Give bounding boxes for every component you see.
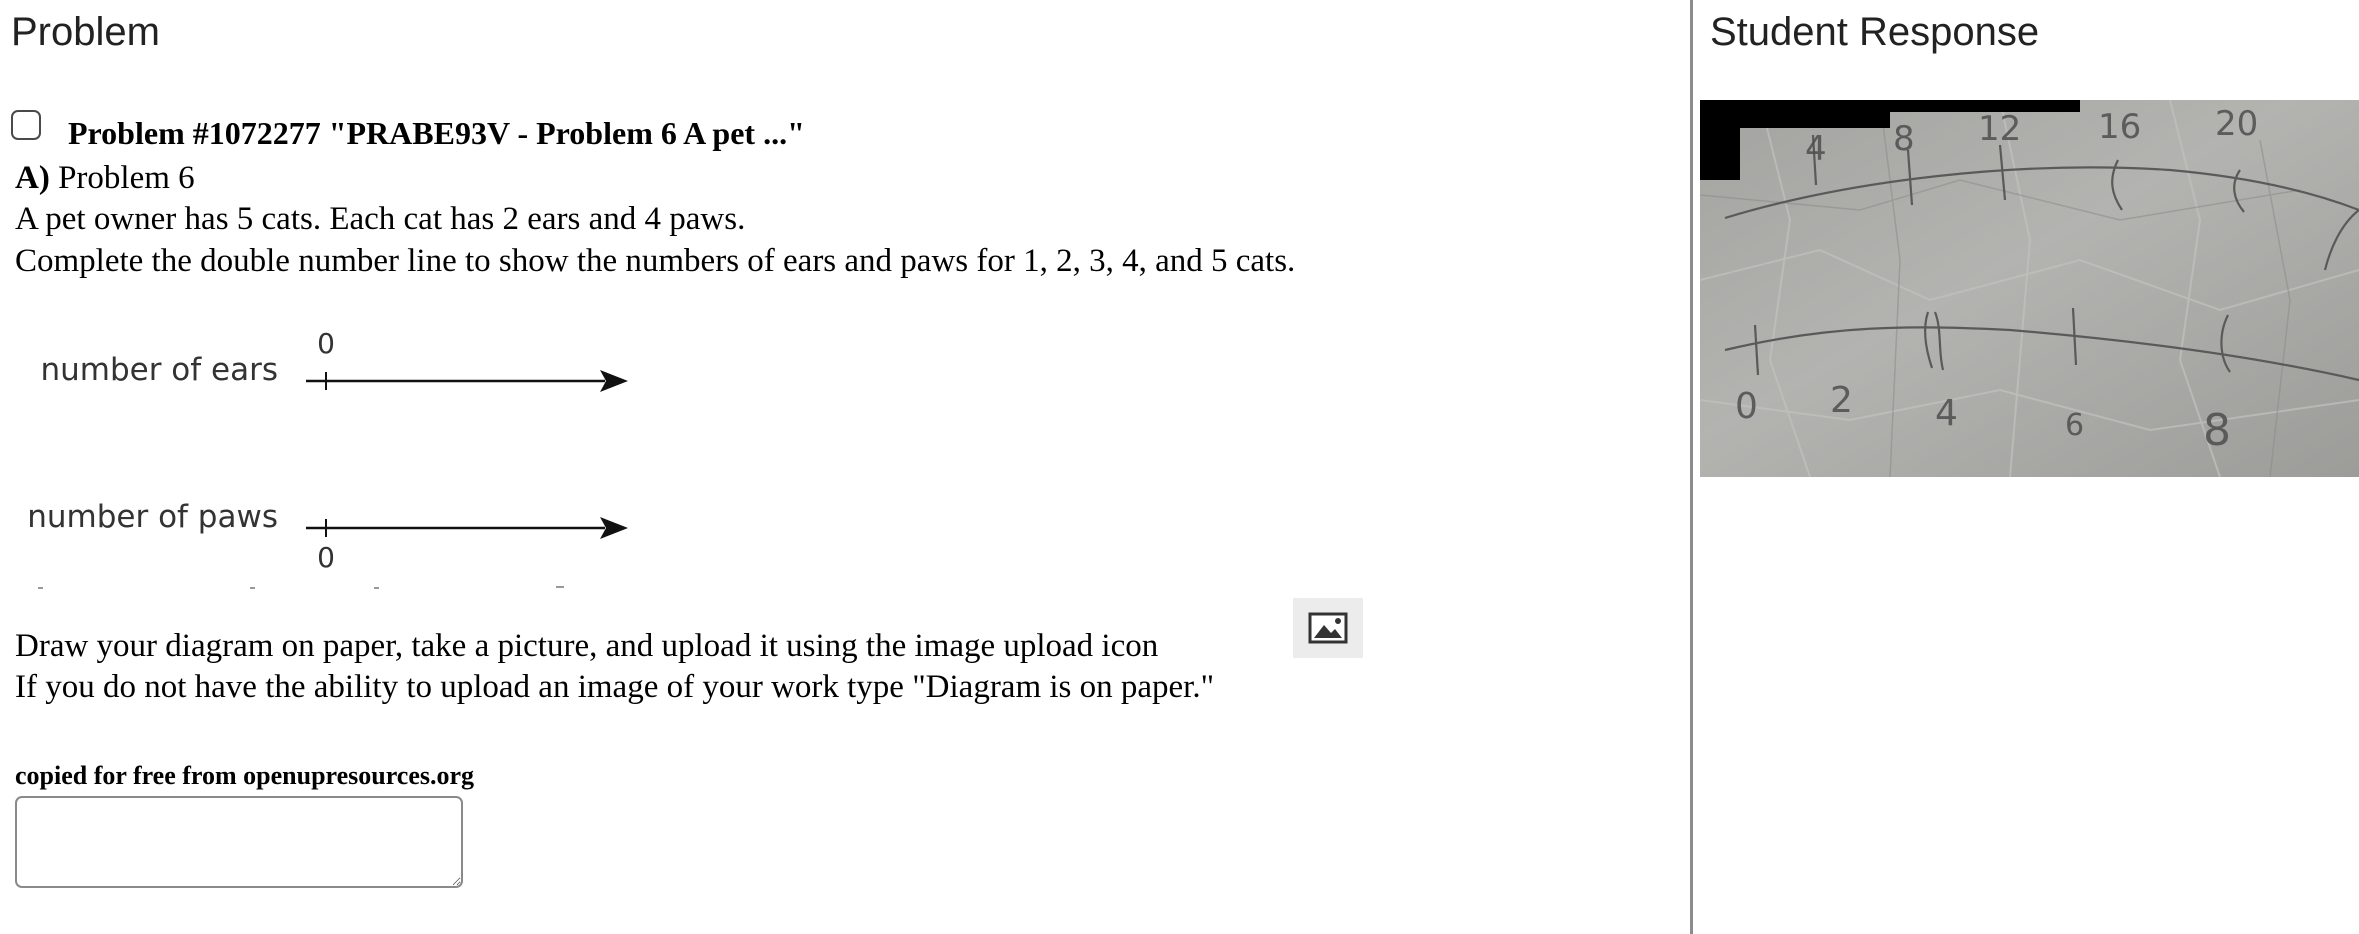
source-credit: copied for free from openupresources.org xyxy=(15,761,475,790)
problem-text-line-1: A pet owner has 5 cats. Each cat has 2 e… xyxy=(15,201,746,237)
answer-input[interactable] xyxy=(15,796,463,888)
problem-text-line-2: Complete the double number line to show … xyxy=(15,243,1296,279)
ears-axis-label: number of ears xyxy=(40,352,278,388)
ears-axis-line xyxy=(306,370,628,392)
photo-top-number: 4 xyxy=(1805,129,1827,169)
ears-axis-zero: 0 xyxy=(317,327,335,360)
paws-axis-line xyxy=(306,517,628,539)
instruction-line-1: Draw your diagram on paper, take a pictu… xyxy=(15,628,1159,664)
part-name: Problem 6 xyxy=(58,160,195,196)
cropped-figure-marks xyxy=(38,586,564,589)
student-work-photo: 4 8 12 16 20 0 2 4 6 8 xyxy=(1700,100,2359,477)
photo-top-number: 12 xyxy=(1978,109,2021,149)
photo-top-number: 20 xyxy=(2215,104,2258,144)
double-number-line-figure: 0 number of ears number of paws 0 xyxy=(27,327,628,589)
photo-bottom-number: 4 xyxy=(1935,393,1958,434)
photo-bottom-number: 6 xyxy=(2065,408,2084,443)
photo-bottom-number: 2 xyxy=(1830,380,1853,421)
photo-bottom-number: 0 xyxy=(1735,386,1758,427)
paws-axis-label: number of paws xyxy=(27,499,278,535)
image-upload-icon xyxy=(1293,598,1363,658)
problem-panel-title: Problem xyxy=(11,10,160,54)
instruction-line-2: If you do not have the ability to upload… xyxy=(15,669,1215,705)
paws-axis-zero: 0 xyxy=(317,541,335,574)
part-label: A) Problem 6 xyxy=(15,160,195,197)
photo-top-number: 8 xyxy=(1893,119,1915,159)
student-response-panel: Student Response xyxy=(1693,0,2359,934)
problem-header: Problem #1072277 "PRABE93V - Problem 6 A… xyxy=(68,115,805,151)
part-letter: A) xyxy=(15,160,50,196)
problem-checkbox[interactable] xyxy=(11,110,41,140)
response-panel-title: Student Response xyxy=(1710,10,2040,54)
panel-divider xyxy=(1690,0,1693,934)
problem-panel: Problem Problem #1072277 "PRABE93V - Pro… xyxy=(11,10,1363,888)
photo-top-number: 16 xyxy=(2098,107,2141,147)
photo-bottom-number: 8 xyxy=(2203,405,2231,456)
